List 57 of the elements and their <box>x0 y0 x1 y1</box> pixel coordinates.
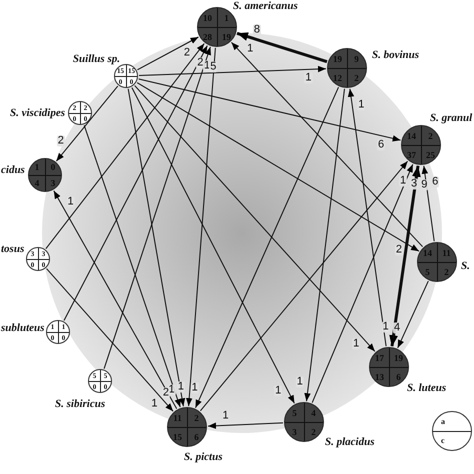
arrow <box>236 32 328 64</box>
arrow <box>64 45 208 321</box>
species-name: S. placidus <box>325 436 375 448</box>
edge-label: 1 <box>176 382 185 393</box>
arrow <box>200 160 408 412</box>
arrow <box>84 124 181 408</box>
species-name: S. pictus <box>184 451 223 463</box>
edge-label: 2 <box>196 58 204 69</box>
arrow <box>230 42 424 248</box>
edge-label: 3 <box>410 178 418 190</box>
species-name: S. bovinus <box>372 49 420 61</box>
edge-label: 1 <box>246 44 254 55</box>
edge-label: 6 <box>431 176 440 188</box>
arrow <box>397 280 429 348</box>
species-name: S. luteus <box>407 382 446 394</box>
arrow <box>138 66 326 76</box>
arrow <box>208 422 284 429</box>
arrow <box>136 82 420 252</box>
arrow <box>53 190 178 410</box>
species-name: S. <box>461 260 470 272</box>
arrow <box>46 268 174 412</box>
arrow <box>195 86 339 408</box>
edge-label: 1 <box>304 72 312 84</box>
species-name: subluteus <box>1 322 44 334</box>
arrow <box>186 47 216 407</box>
edge-label: 2 <box>56 136 65 147</box>
species-name: S. viscidipes <box>10 107 65 119</box>
arrow <box>304 88 345 402</box>
species-name: cidus <box>1 164 25 176</box>
arrow <box>138 78 402 142</box>
arrow <box>422 165 435 242</box>
edge-label: 1 <box>357 100 366 111</box>
edge-label: 1 <box>274 386 282 397</box>
arrow <box>134 85 376 352</box>
arrow <box>136 36 199 70</box>
species-name: Suillus sp. <box>72 53 120 65</box>
arrow <box>56 86 118 162</box>
edge-label: 1 <box>150 398 158 410</box>
edge-label: 5 <box>209 61 218 72</box>
arrow <box>45 43 205 250</box>
key-letter: c <box>440 435 446 447</box>
edge-label: 1 <box>382 322 390 333</box>
edge-label: 8 <box>252 24 261 36</box>
edge-label: 2 <box>162 388 170 398</box>
arrow <box>131 87 295 404</box>
species-name: S. sibiricus <box>55 398 106 410</box>
species-name: S. americanus <box>233 0 298 12</box>
key-letter: a <box>440 416 446 428</box>
edge-label: 9 <box>420 179 428 190</box>
edge-label: 1 <box>296 376 304 388</box>
arrow <box>348 88 387 347</box>
species-name: S. granul <box>430 112 472 124</box>
edge-label: 1 <box>352 338 360 350</box>
arrow <box>104 46 211 370</box>
arrow <box>128 88 186 407</box>
arrow <box>312 164 414 404</box>
species-name: tosus <box>1 243 24 255</box>
